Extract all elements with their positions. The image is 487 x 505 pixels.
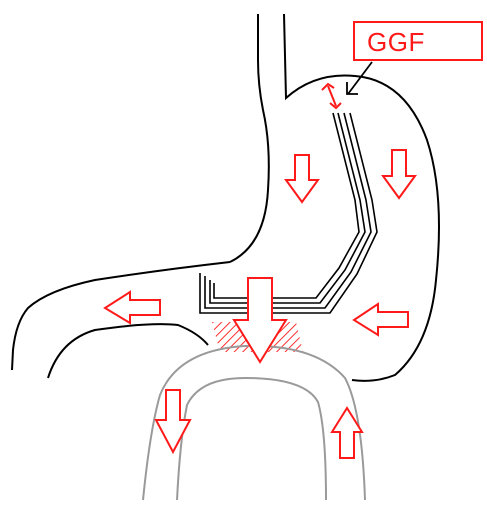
flow-arrow-left bbox=[105, 292, 160, 323]
ggf-label: GGF bbox=[367, 27, 425, 57]
distance-marker bbox=[322, 84, 341, 108]
flow-arrow-antrum-left bbox=[354, 304, 408, 335]
ggf-label-box: GGF bbox=[353, 21, 483, 61]
flow-arrow-down-left bbox=[286, 155, 318, 202]
flow-arrow-down-right bbox=[383, 150, 415, 198]
esophagus-left-wall bbox=[230, 14, 269, 262]
gastric-lining-stripes bbox=[200, 113, 377, 313]
flow-arrow-duodenum-down bbox=[156, 390, 190, 452]
stomach-greater-curvature bbox=[48, 324, 208, 378]
